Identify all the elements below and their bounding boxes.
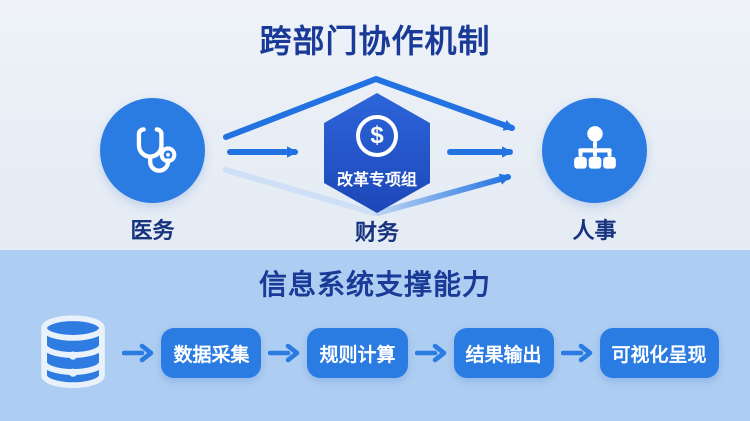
step-visualization: 可视化呈现 xyxy=(599,328,719,378)
node-hr-label: 人事 xyxy=(572,218,617,243)
step-rule-calculation: 规则计算 xyxy=(307,328,408,378)
bottom-section-title: 信息系统支撑能力 xyxy=(258,269,491,300)
information-system-section: 信息系统支撑能力 数据采集 规则计算 xyxy=(0,250,750,421)
stethoscope-icon xyxy=(136,126,176,173)
dollar-glyph: $ xyxy=(370,122,384,149)
reform-group-badge: 改革专项组 xyxy=(336,172,417,189)
node-hr xyxy=(542,98,647,203)
step-result-output: 结果输出 xyxy=(453,328,554,378)
node-finance-label: 财务 xyxy=(354,220,399,245)
flow-arrow-icon xyxy=(560,343,592,363)
step-label: 可视化呈现 xyxy=(611,344,707,366)
flow-arrow-icon xyxy=(122,343,154,363)
step-data-collection: 数据采集 xyxy=(161,328,262,378)
step-label: 结果输出 xyxy=(465,344,542,366)
database-icon xyxy=(41,315,106,389)
flow-arrow-icon xyxy=(268,343,300,363)
node-medical-label: 医务 xyxy=(130,218,175,243)
flow-arrow-icon xyxy=(414,343,446,363)
collaboration-section: 跨部门协作机制 xyxy=(0,0,750,250)
finance-hex-content: $ 改革专项组 xyxy=(324,93,430,213)
org-chart-icon xyxy=(573,125,616,169)
top-section-title: 跨部门协作机制 xyxy=(259,23,491,59)
step-label: 规则计算 xyxy=(319,344,396,366)
node-medical xyxy=(100,98,205,203)
step-label: 数据采集 xyxy=(173,344,250,366)
node-finance: $ 改革专项组 xyxy=(324,93,430,213)
process-flow: 数据采集 规则计算 结果输出 可视化呈现 xyxy=(0,310,750,396)
dollar-icon: $ xyxy=(356,115,398,157)
